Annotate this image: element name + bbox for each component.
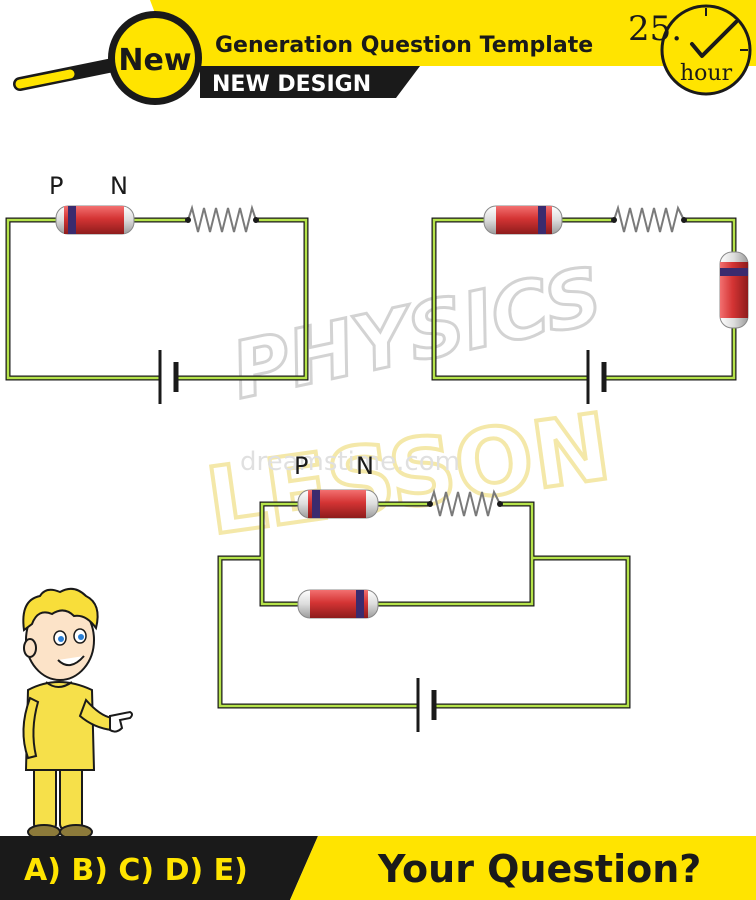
- timer-number: 25.: [628, 9, 682, 49]
- circuit-2: [431, 204, 749, 404]
- circuit-3-battery: [416, 678, 437, 732]
- circuit-2-battery: [586, 350, 607, 404]
- timer-unit: hour: [680, 61, 733, 86]
- circuit-3-diode-top: [297, 489, 379, 519]
- header-subtitle: NEW DESIGN: [212, 72, 371, 97]
- answer-options: A) B) C) D) E): [24, 853, 248, 888]
- footer: A) B) C) D) E) Your Question?: [0, 836, 756, 900]
- circuit-3: P N: [217, 452, 631, 732]
- timer-icon: [660, 4, 752, 96]
- footer-yellow-band: [290, 836, 756, 900]
- circuit-1: P N: [5, 172, 309, 404]
- circuit-1-battery: [158, 350, 179, 404]
- header-yellow-band: [150, 0, 756, 66]
- circuit-1-n-label: N: [110, 172, 128, 200]
- circuit-3-diode-bottom: [297, 589, 379, 619]
- circuit-3-resistor: [429, 488, 501, 517]
- circuit-3-p-label: P: [294, 452, 308, 480]
- header-title: Generation Question Template: [215, 33, 593, 58]
- circuit-1-p-label: P: [49, 172, 63, 200]
- question-prompt: Your Question?: [377, 847, 701, 891]
- watermark-physics: PHYSICS: [225, 251, 610, 417]
- circuit-1-resistor: [187, 204, 257, 233]
- watermark-site: dreamstime.com: [240, 447, 460, 477]
- new-badge-text: New: [118, 43, 191, 78]
- circuit-1-diode: [55, 205, 135, 235]
- circuit-3-n-label: N: [356, 452, 374, 480]
- circuit-2-diode-right: [719, 251, 749, 329]
- magnifier-icon: New: [13, 11, 202, 105]
- circuit-2-diode-top: [483, 205, 563, 235]
- header: Generation Question Template NEW DESIGN …: [13, 0, 756, 105]
- circuit-2-resistor: [613, 204, 685, 233]
- boy-character: [22, 587, 133, 840]
- footer-dark-band: [0, 836, 318, 900]
- subtitle-band: [200, 66, 420, 98]
